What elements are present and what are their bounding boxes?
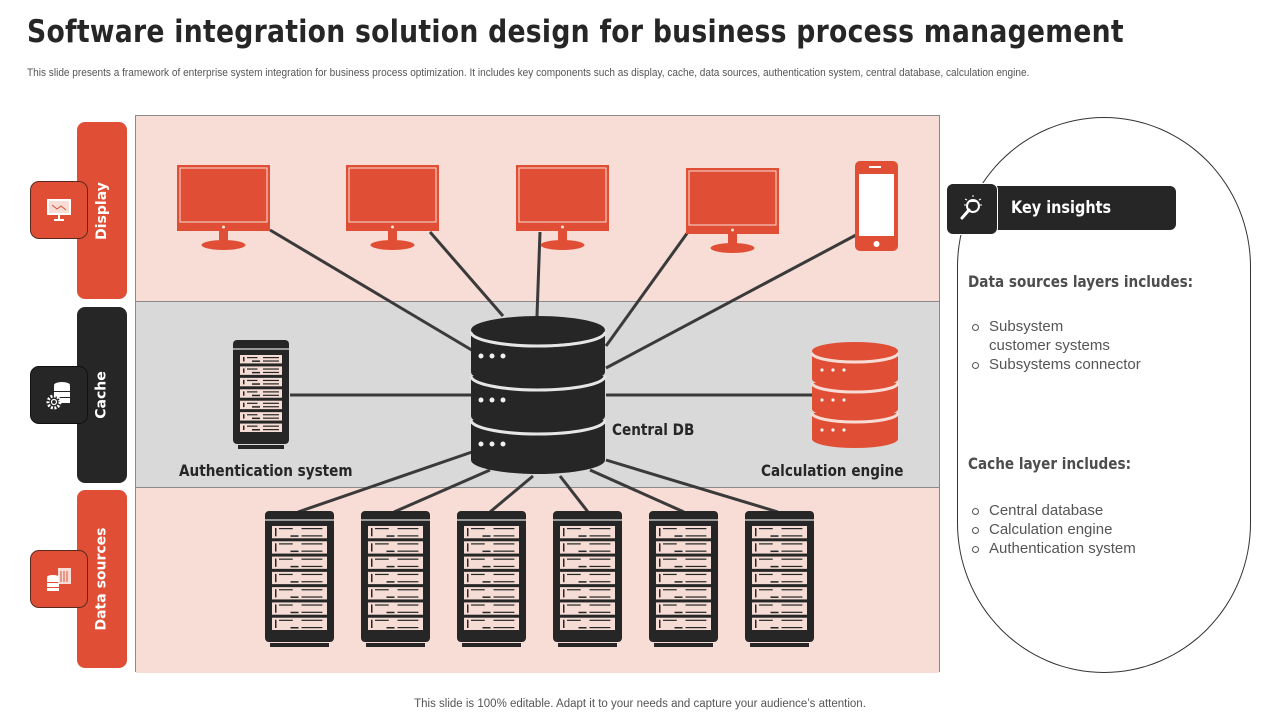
connector-line	[604, 231, 690, 347]
server-rack-icon	[361, 511, 430, 647]
monitor-icon	[177, 165, 270, 250]
list-item: Central database	[970, 501, 1136, 520]
connector-line	[605, 233, 857, 370]
connector-line	[558, 475, 590, 513]
presentation-monitor-icon	[30, 181, 88, 239]
calculation-engine-label: Calculation engine	[761, 461, 904, 480]
database-gear-icon	[30, 366, 88, 424]
list-item: Calculation engine	[970, 520, 1136, 539]
page-title: Software integration solution design for…	[27, 14, 1124, 50]
connector-line	[535, 231, 542, 317]
lightbulb-magnifier-icon	[946, 183, 998, 235]
connector-line	[297, 450, 473, 514]
list-item: Subsystem customer systems	[970, 317, 1141, 355]
connector-line	[589, 468, 685, 514]
smartphone-icon	[855, 161, 898, 251]
connector-line	[605, 458, 779, 514]
connector-line	[393, 468, 491, 514]
central-db-label: Central DB	[612, 420, 695, 439]
calculation-engine-cylinder	[810, 342, 900, 448]
database-icon	[810, 342, 900, 448]
server-rack-icon	[745, 511, 814, 647]
monitor-icon	[686, 168, 779, 253]
data-sources-list: Subsystem customer systems Subsystems co…	[970, 317, 1141, 374]
server-rack-icon	[457, 511, 526, 647]
connector-line	[269, 228, 476, 354]
monitor-icon	[346, 165, 439, 250]
database-icon	[469, 316, 607, 474]
authentication-server	[233, 340, 289, 449]
connector-line	[428, 231, 505, 317]
cache-layer-list: Central database Calculation engine Auth…	[970, 501, 1136, 558]
display-devices	[177, 161, 898, 253]
page-subtitle: This slide presents a framework of enter…	[27, 67, 1030, 79]
server-rack-icon	[649, 511, 718, 647]
data-sources-icon	[30, 550, 88, 608]
server-rack-icon	[553, 511, 622, 647]
data-source-servers	[265, 511, 814, 647]
cache-layer-heading: Cache layer includes:	[968, 454, 1132, 473]
key-insights-title: Key insights	[1011, 198, 1112, 218]
data-sources-heading: Data sources layers includes:	[968, 272, 1194, 291]
authentication-system-label: Authentication system	[179, 461, 353, 480]
server-rack-icon	[265, 511, 334, 647]
connectors	[269, 228, 857, 514]
footer-note: This slide is 100% editable. Adapt it to…	[414, 698, 866, 710]
central-db-cylinder	[469, 316, 607, 474]
connector-line	[489, 474, 534, 514]
key-insights-header: Key insights	[990, 186, 1176, 230]
list-item: Authentication system	[970, 539, 1136, 558]
server-rack-icon	[233, 340, 289, 449]
list-item: Subsystems connector	[970, 355, 1141, 374]
monitor-icon	[516, 165, 609, 250]
